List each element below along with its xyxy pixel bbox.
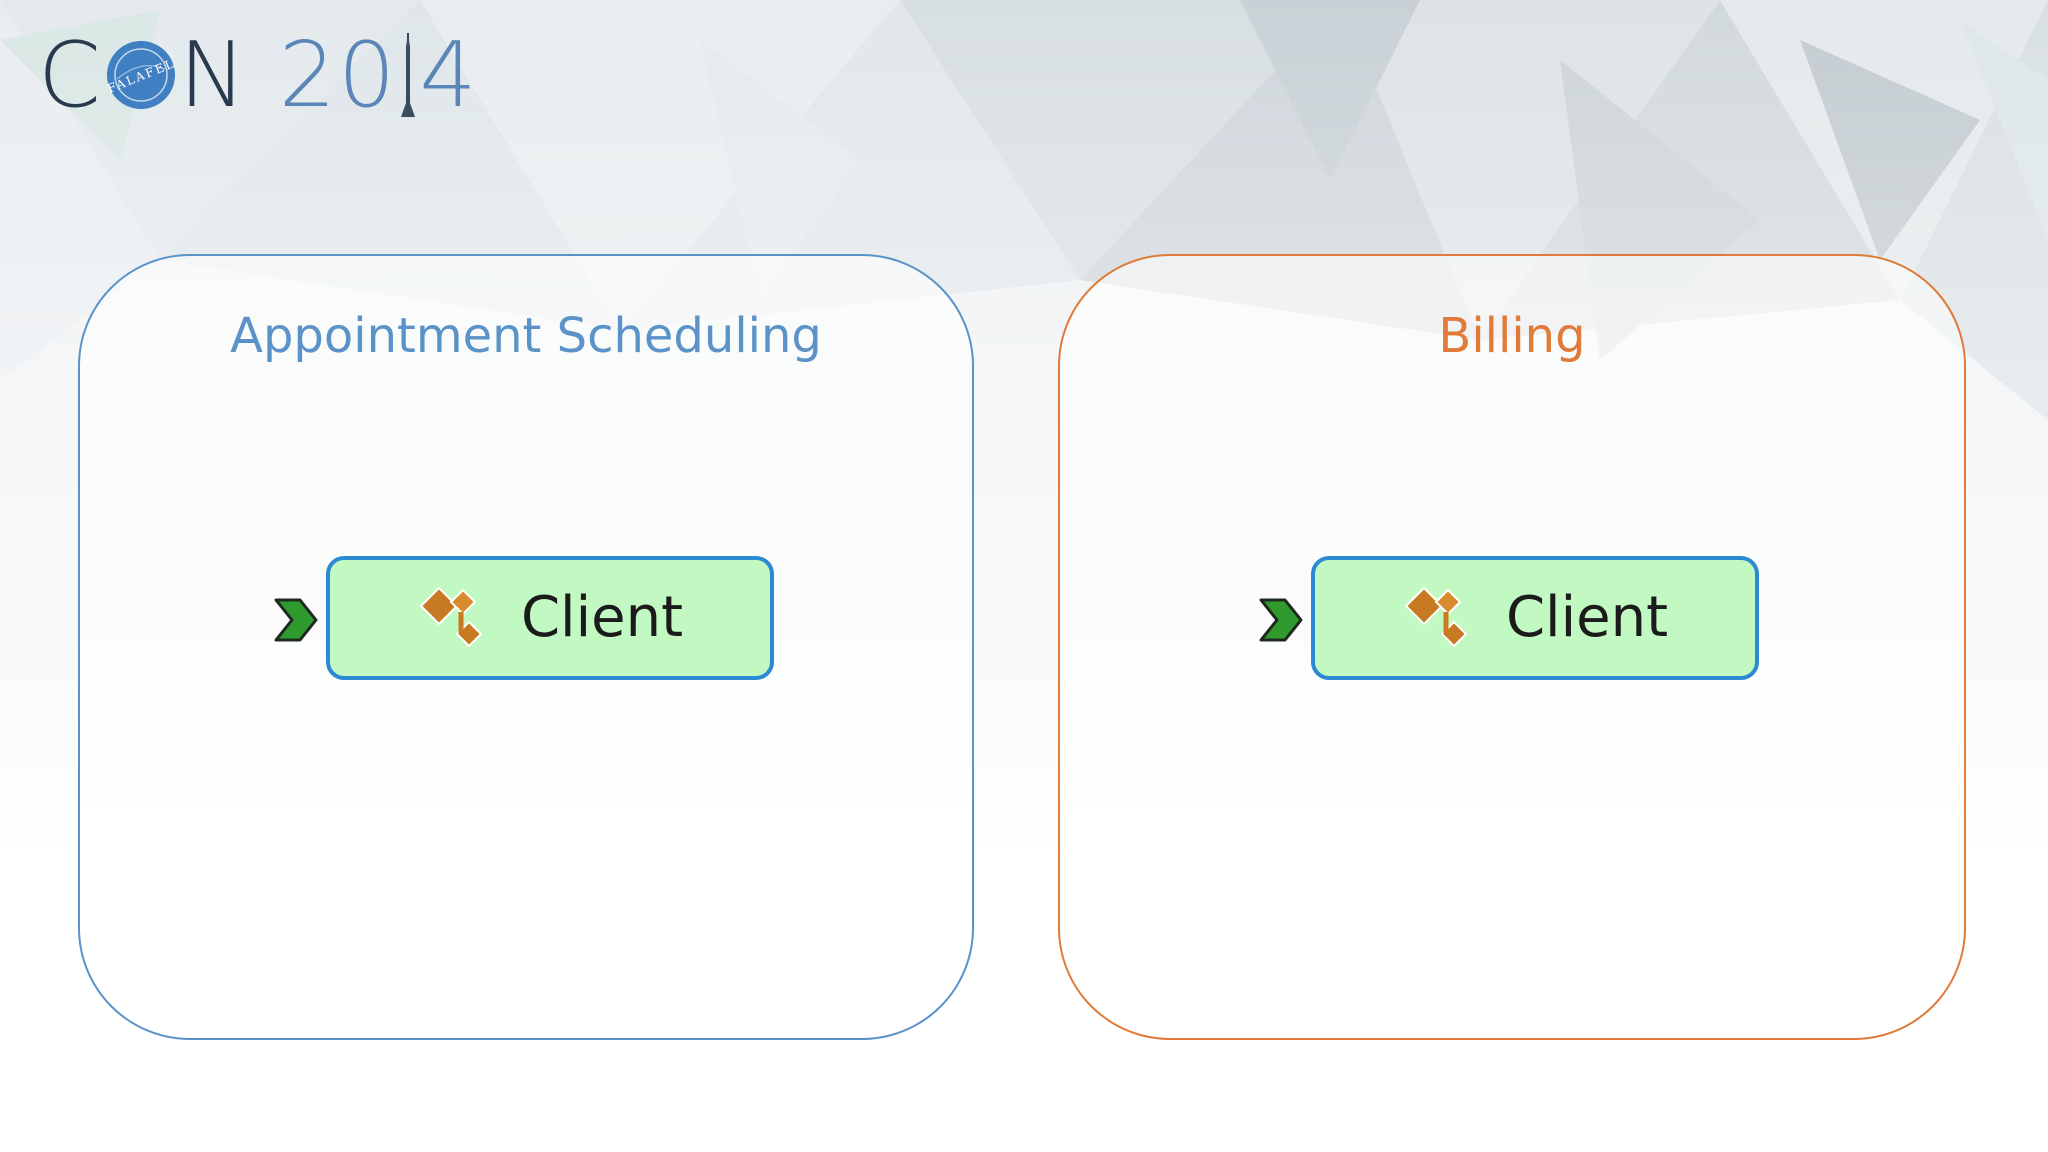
bounded-context-appointment-scheduling: Appointment Scheduling Client (78, 254, 974, 1040)
tower-icon (401, 33, 416, 117)
con-2014-logo: C FALAFEL N 20 4 (38, 31, 479, 122)
client-entity-node[interactable]: Client (1311, 556, 1759, 680)
entity-hierarchy-icon (1404, 586, 1468, 648)
node-label: Client (1505, 585, 1669, 650)
node-label: Client (520, 585, 684, 650)
logo-letter-c: C (38, 23, 103, 128)
entry-arrow-icon (1259, 598, 1303, 642)
logo-letter-n: N (178, 23, 249, 128)
logo-year-prefix: 20 (278, 23, 398, 128)
client-entity-node[interactable]: Client (326, 556, 774, 680)
falafel-badge-icon: FALAFEL (105, 41, 177, 109)
context-title: Billing (1438, 308, 1586, 364)
logo-year-suffix: 4 (419, 23, 479, 128)
entry-arrow-icon (274, 598, 318, 642)
context-title: Appointment Scheduling (230, 308, 822, 364)
bounded-context-billing: Billing Client (1058, 254, 1966, 1040)
entity-hierarchy-icon (419, 586, 483, 648)
